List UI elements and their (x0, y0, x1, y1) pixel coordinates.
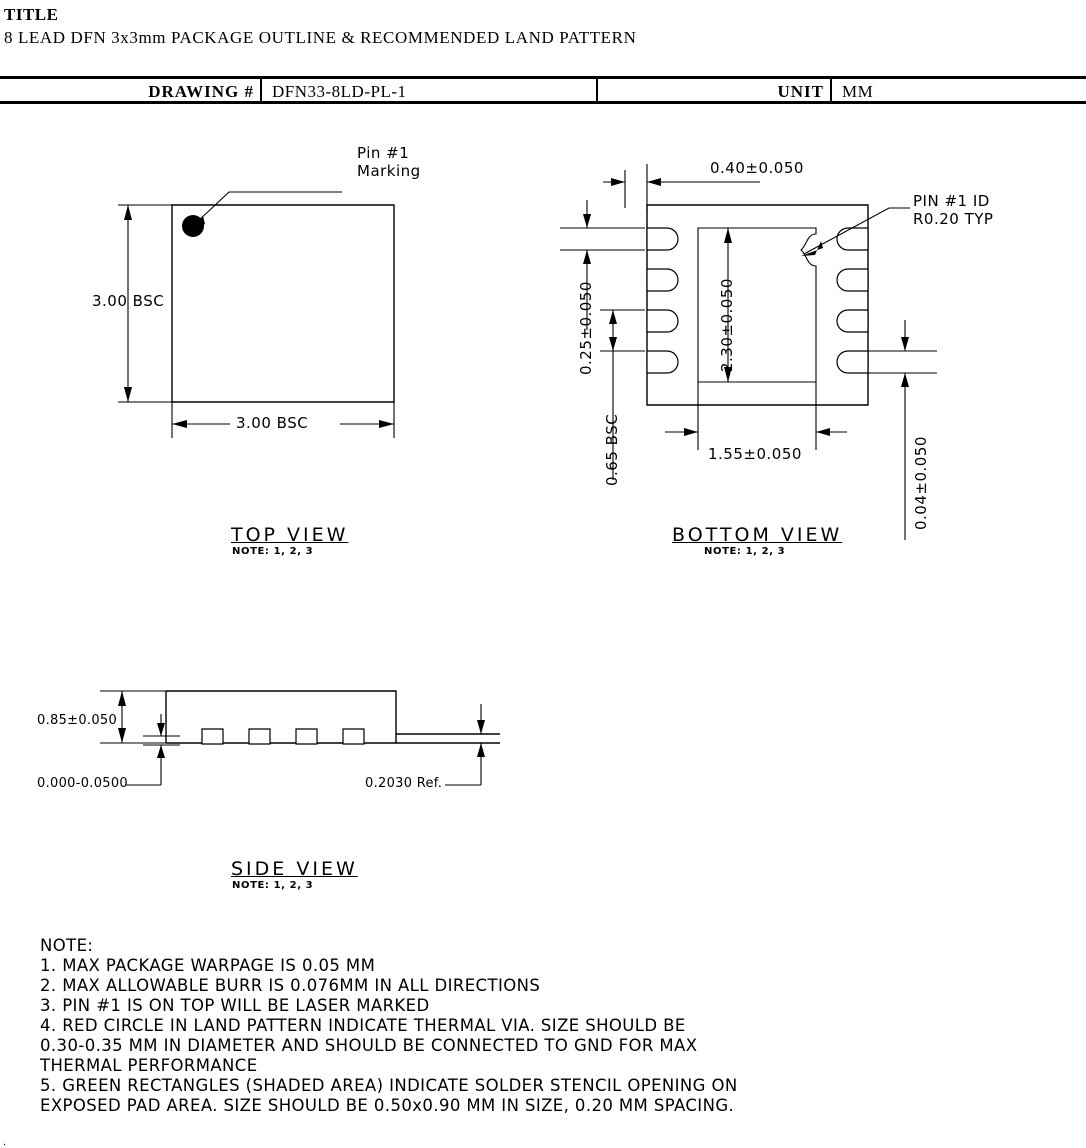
bottom-view-pin-r2 (837, 269, 868, 291)
top-view-title: TOP VIEW (231, 524, 349, 546)
bv-pitch-dimension: 0.65 BSC (603, 413, 621, 486)
bv-dim155-arrow-r (816, 428, 830, 436)
bv-pad-height-dimension: 2.30±0.050 (718, 278, 736, 372)
top-view-note-ref: NOTE: 1, 2, 3 (232, 546, 314, 557)
side-view-note-ref: NOTE: 1, 2, 3 (232, 880, 314, 891)
sv-standoff-arrow-top (157, 723, 165, 736)
top-view-drawing (0, 130, 520, 450)
side-view-lead-4 (343, 729, 364, 744)
bv-dim040-arrow-l (611, 178, 625, 186)
bottom-view-pin-r4 (837, 351, 868, 373)
pin1-leader-arrowhead (191, 216, 205, 229)
notes-heading: NOTE: (40, 936, 94, 955)
bv-dim040-arrow-r (647, 178, 661, 186)
bottom-view-title: BOTTOM VIEW (672, 524, 843, 546)
bottom-view-note-ref: NOTE: 1, 2, 3 (704, 546, 786, 557)
side-view-drawing (30, 670, 540, 820)
note-line-3: 3. PIN #1 IS ON TOP WILL BE LASER MARKED (40, 996, 430, 1015)
sv-dim085-arrow-bot (118, 728, 126, 743)
note-line-4-cont-1: 0.30-0.35 MM IN DIAMETER AND SHOULD BE C… (40, 1036, 698, 1055)
note-line-2: 2. MAX ALLOWABLE BURR IS 0.076MM IN ALL … (40, 976, 541, 995)
bv-pin-gap-dimension: 0.25±0.050 (577, 281, 595, 375)
bv-dim004-arrow-bot (901, 373, 909, 387)
top-view-package-outline (172, 205, 394, 402)
side-view-lead-2 (249, 729, 270, 744)
title-label: TITLE (4, 5, 59, 24)
bottom-view-pin-l2 (647, 269, 678, 291)
bv-dim230-arrow-bot (724, 367, 732, 382)
sv-lead-thickness-dimension: 0.2030 Ref. (365, 776, 443, 791)
bottom-view-pin-r1 (837, 228, 868, 250)
notes-section: NOTE: 1. MAX PACKAGE WARPAGE IS 0.05 MM … (40, 936, 1040, 1116)
bv-dim230-arrow-top (724, 228, 732, 243)
drawing-number-label: DRAWING # (0, 79, 262, 104)
sv-body-height-dimension: 0.85±0.050 (37, 713, 118, 728)
top-dim-h-arrow-right (379, 420, 394, 428)
pin1-marking-label-line1: Pin #1 (357, 144, 410, 162)
drawing-number-value: DFN33-8LD-PL-1 (264, 79, 598, 104)
bv-dim025-arrow-top (583, 214, 591, 228)
bottom-view-package-outline (647, 205, 868, 405)
pin1-id-arrowhead (801, 241, 823, 256)
pin1-leader-line (196, 192, 342, 223)
sv-standoff-arrow-bot (157, 745, 165, 758)
note-line-4: 4. RED CIRCLE IN LAND PATTERN INDICATE T… (40, 1016, 686, 1035)
top-dim-v-arrow-top (124, 205, 132, 220)
bv-dim004-arrow-top (901, 337, 909, 351)
bv-dim065-arrow-bot (609, 337, 617, 351)
top-dim-h-arrow-left (172, 420, 187, 428)
sv-dim203-arrow-top (477, 720, 485, 734)
side-view-lead-1 (202, 729, 223, 744)
bv-pin1-id-label-line2: R0.20 TYP (913, 210, 994, 228)
bv-pad-width-dimension: 1.55±0.050 (708, 445, 802, 463)
top-dim-v-arrow-bottom (124, 387, 132, 402)
sv-dim085-arrow-top (118, 691, 126, 706)
sv-dim203-arrow-bot (477, 743, 485, 757)
bv-lead-end-dimension: 0.04±0.050 (912, 436, 930, 530)
note-line-1: 1. MAX PACKAGE WARPAGE IS 0.05 MM (40, 956, 376, 975)
exposed-pad-outline (698, 228, 816, 382)
side-view-lead-3 (296, 729, 317, 744)
unit-label: UNIT (600, 79, 832, 104)
title-text: 8 LEAD DFN 3x3mm PACKAGE OUTLINE & RECOM… (4, 28, 637, 47)
pin1-marking-label-line2: Marking (357, 162, 421, 180)
bv-pin-width-dimension: 0.40±0.050 (710, 159, 804, 177)
bv-dim155-arrow-l (684, 428, 698, 436)
bottom-view-pin-l4 (647, 351, 678, 373)
note-line-5: 5. GREEN RECTANGLES (SHADED AREA) INDICA… (40, 1076, 738, 1095)
bv-dim025-arrow-bot (583, 250, 591, 264)
note-line-5-cont-1: EXPOSED PAD AREA. SIZE SHOULD BE 0.50x0.… (40, 1096, 735, 1115)
unit-value: MM (842, 82, 874, 101)
pin1-id-leader-line (804, 208, 910, 254)
note-line-4-cont-2: THERMAL PERFORMANCE (40, 1056, 258, 1075)
top-view-width-dimension: 3.00 BSC (236, 414, 309, 432)
bottom-view-pin-r3 (837, 310, 868, 332)
bottom-view-drawing (555, 150, 1025, 550)
drawing-info-table: DRAWING # DFN33-8LD-PL-1 UNIT MM (0, 76, 1086, 104)
sv-standoff-dimension: 0.000-0.0500 (37, 776, 128, 791)
page-bottom-tick: . (3, 1136, 7, 1148)
side-view-title: SIDE VIEW (231, 858, 358, 880)
bv-dim065-arrow-top (609, 310, 617, 324)
bottom-view-pin-l1 (647, 228, 678, 250)
top-view-height-dimension: 3.00 BSC (92, 292, 165, 310)
bv-pin1-id-label-line1: PIN #1 ID (913, 192, 990, 210)
side-view-body-outline (166, 691, 396, 743)
bottom-view-pin-l3 (647, 310, 678, 332)
